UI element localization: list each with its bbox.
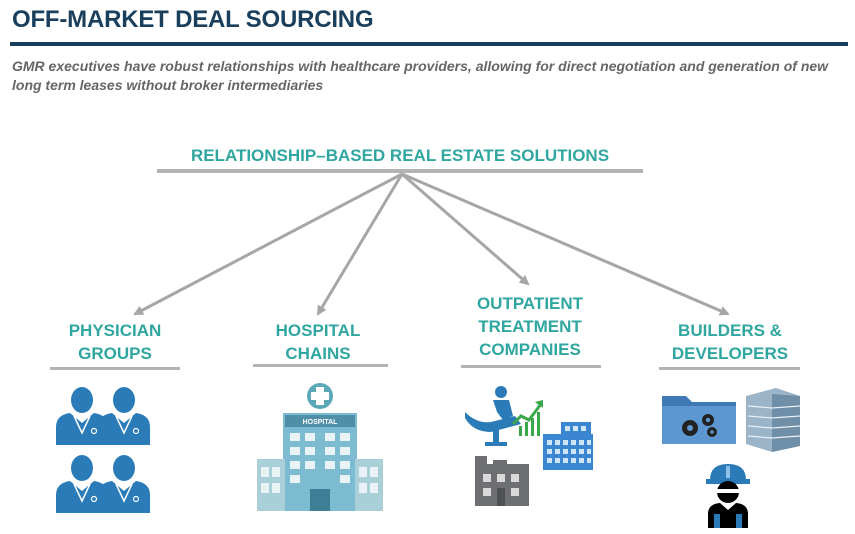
category-label-line: CHAINS [285,344,351,363]
gear-folder-icon [662,396,736,444]
category-hospital-chains: HOSPITAL CHAINS [243,319,393,365]
category-label-line: OUTPATIENT [476,294,584,313]
category-label-line: PHYSICIAN [68,321,162,340]
office-building-icon [543,422,593,470]
page-title: OFF-MARKET DEAL SOURCING [12,6,374,33]
category-label-line: DEVELOPERS [671,344,789,363]
builders-icons [662,388,801,528]
category-label-line: HOSPITAL [275,321,361,340]
category-outpatient-treatment-companies: OUTPATIENT TREATMENT COMPANIES [455,292,605,361]
diagram-root-underline [157,169,643,173]
construction-worker-icon [706,464,750,528]
diagram-root-label: RELATIONSHIP–BASED REAL ESTATE SOLUTIONS [190,146,610,165]
svg-text:HOSPITAL: HOSPITAL [303,419,339,426]
arrow-to-physician-groups [133,172,403,316]
category-underline [50,367,180,370]
physician-icon [56,387,108,445]
category-label-line: TREATMENT [478,317,582,336]
category-label-line: BUILDERS & [678,321,782,340]
page-subtitle: GMR executives have robust relationships… [12,58,829,93]
dental-patient-icon [465,386,543,446]
category-label-line: GROUPS [78,344,152,363]
arrow-to-builders [401,172,730,316]
arrow-to-hospital-chains [316,173,404,316]
category-physician-groups: PHYSICIAN GROUPS [40,319,190,365]
arrow-to-outpatient [401,172,530,286]
outpatient-icons [465,386,593,506]
category-underline [659,367,800,370]
category-underline [461,365,601,368]
category-underline [253,364,388,367]
factory-icon [475,456,529,506]
hospital-building-icon: HOSPITAL [257,383,383,511]
category-builders-developers: BUILDERS & DEVELOPERS [655,319,805,365]
glass-tower-icon [746,388,801,452]
physician-group-icons [55,386,151,514]
title-divider [10,42,848,46]
category-label-line: COMPANIES [479,340,581,359]
